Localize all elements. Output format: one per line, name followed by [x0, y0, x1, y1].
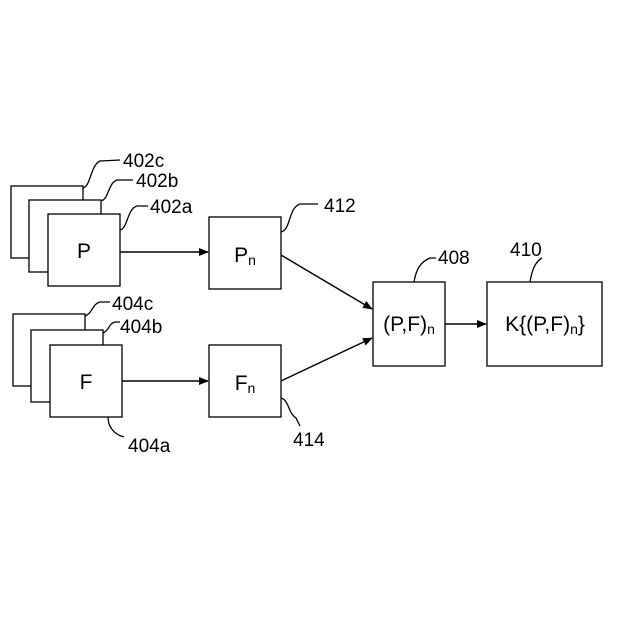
k-lead-410: [530, 258, 542, 282]
pf-lead-408: [414, 258, 436, 282]
ref-402a: 402a: [150, 197, 193, 218]
ref-408: 408: [438, 248, 470, 269]
f-lead-404b: [103, 322, 120, 333]
ref-410: 410: [510, 240, 542, 261]
fn-block: Fn 414: [209, 345, 325, 451]
ref-404b: 404b: [120, 317, 162, 338]
fn-main: F: [235, 372, 248, 395]
pf-block: (P,F)n 408: [373, 248, 470, 366]
ref-402c: 402c: [123, 151, 164, 172]
fn-subscript: n: [248, 380, 256, 396]
f-lead-404c: [85, 302, 110, 316]
ref-414: 414: [293, 430, 325, 451]
ref-404a: 404a: [128, 436, 171, 457]
pf-main: (P,F): [383, 313, 427, 336]
ref-402b: 402b: [136, 171, 178, 192]
p-lead-402a: [120, 206, 148, 230]
k-suffix: }: [578, 313, 585, 336]
p-lead-402c: [83, 160, 120, 188]
pn-block: Pn 412: [209, 196, 356, 289]
pn-subscript: n: [248, 252, 256, 268]
pn-lead-412: [281, 204, 318, 232]
p-stack: P 402c 402b 402a: [11, 151, 193, 286]
f-label: F: [80, 371, 93, 394]
p-label: P: [77, 240, 91, 263]
arrow-pn-to-pf: [281, 255, 372, 309]
ref-412: 412: [324, 196, 356, 217]
p-lead-402b: [101, 180, 133, 201]
pf-subscript: n: [427, 321, 435, 337]
f-stack: F 404c 404b 404a: [13, 294, 171, 457]
fn-lead-414: [281, 398, 300, 426]
k-prefix: K{(P,F): [505, 313, 570, 336]
ref-404c: 404c: [112, 294, 153, 315]
k-block: K{(P,F)n} 410: [487, 240, 602, 366]
arrow-fn-to-pf: [281, 338, 372, 381]
k-subscript: n: [570, 321, 578, 337]
pn-main: P: [234, 244, 248, 267]
f-lead-404a: [108, 417, 124, 437]
